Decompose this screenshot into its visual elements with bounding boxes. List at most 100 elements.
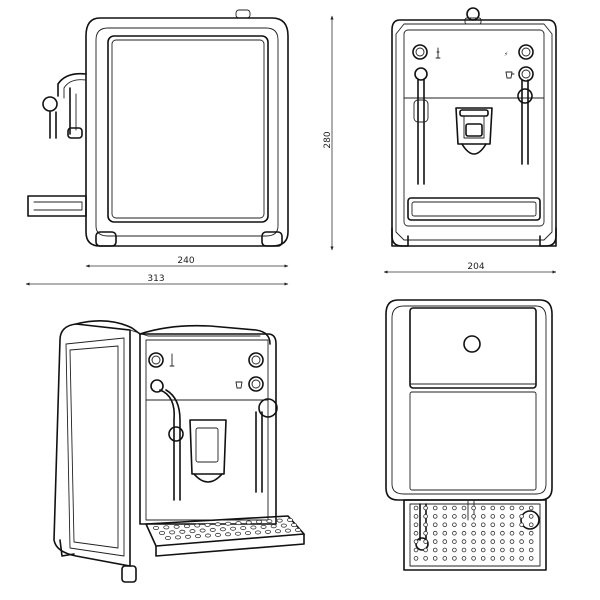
tray-hole: [432, 539, 438, 544]
tray-hole: [442, 522, 448, 528]
tray-hole: [194, 523, 201, 528]
tray-hole: [214, 522, 221, 527]
tray-hole: [274, 529, 281, 534]
tray-hole: [519, 539, 524, 544]
tray-hole: [452, 514, 457, 519]
top-view: [385, 299, 553, 571]
depth-dimensions: 240 313: [25, 256, 289, 286]
tray-hole: [519, 514, 524, 519]
tray-hole: [461, 547, 467, 553]
tray-hole: [528, 522, 534, 528]
tray-hole: [432, 514, 438, 519]
tray-hole: [528, 530, 534, 536]
tray-hole: [461, 530, 467, 536]
tray-hole: [240, 526, 247, 531]
tray-hole: [244, 531, 251, 536]
tray-hole: [189, 529, 196, 534]
tray-hole: [266, 519, 273, 524]
tray-hole: [500, 539, 505, 544]
tray-hole: [480, 505, 486, 511]
tray-hole: [413, 522, 419, 528]
tray-hole: [519, 547, 524, 553]
tray-hole: [509, 505, 515, 511]
tray-hole: [290, 523, 297, 528]
tray-hole: [490, 522, 496, 528]
tray-hole: [500, 522, 505, 528]
tray-hole: [276, 518, 283, 523]
tray-hole: [442, 547, 448, 553]
depth-total-label: 313: [147, 274, 164, 284]
top-tray-holes: [413, 505, 534, 561]
tray-hole: [442, 530, 448, 536]
tray-hole: [423, 539, 428, 544]
tray-hole: [230, 526, 237, 531]
tray-hole: [519, 522, 524, 528]
tray-hole: [442, 505, 448, 511]
tray-hole: [432, 522, 438, 528]
steam-icon: [435, 47, 441, 59]
tray-hole: [490, 530, 496, 536]
tray-hole: [194, 534, 201, 539]
tray-hole: [179, 529, 186, 534]
tray-hole: [164, 536, 171, 541]
tray-hole: [413, 547, 419, 553]
tray-hole: [461, 522, 467, 528]
tray-hole: [204, 533, 211, 538]
tray-hole: [442, 539, 448, 544]
tray-hole: [260, 524, 267, 529]
tray-hole: [432, 556, 438, 561]
tray-hole: [423, 514, 428, 519]
depth-machine-label: 240: [177, 256, 194, 266]
tray-hole: [452, 556, 457, 561]
tray-hole: [528, 556, 534, 561]
tray-hole: [199, 528, 206, 533]
tray-hole: [452, 505, 457, 511]
cup-icon: [505, 71, 515, 79]
perspective-tray-holes: [152, 518, 301, 541]
tray-hole: [163, 525, 170, 530]
tray-hole: [471, 505, 476, 511]
tray-hole: [413, 505, 419, 511]
tray-hole: [413, 530, 419, 536]
tray-hole: [528, 547, 534, 553]
tray-hole: [442, 514, 448, 519]
tray-hole: [480, 530, 486, 536]
tray-hole: [490, 539, 496, 544]
tray-hole: [284, 528, 291, 533]
tray-hole: [509, 514, 515, 519]
tray-hole: [173, 524, 180, 529]
tray-hole: [461, 556, 467, 561]
tray-hole: [480, 539, 486, 544]
tray-hole: [528, 514, 534, 519]
tray-hole: [461, 539, 467, 544]
tray-hole: [452, 522, 457, 528]
tray-hole: [413, 556, 419, 561]
tray-hole: [209, 527, 216, 532]
tray-hole: [471, 539, 476, 544]
tray-hole: [423, 522, 428, 528]
tray-hole: [500, 514, 505, 519]
height-dimension: 280: [323, 15, 334, 251]
tray-hole: [174, 535, 181, 540]
tray-hole: [490, 556, 496, 561]
tray-hole: [509, 530, 515, 536]
tray-hole: [461, 505, 467, 511]
tray-hole: [264, 529, 271, 534]
tray-hole: [286, 518, 293, 523]
tray-hole: [471, 547, 476, 553]
tray-hole: [423, 505, 428, 511]
tray-hole: [225, 521, 232, 526]
tray-hole: [423, 556, 428, 561]
tray-hole: [270, 524, 277, 529]
perspective-view: [53, 320, 305, 583]
tray-hole: [245, 520, 252, 525]
tray-hole: [256, 519, 263, 524]
tray-hole: [490, 505, 496, 511]
tray-hole: [480, 547, 486, 553]
height-label: 280: [323, 131, 333, 148]
tray-hole: [528, 539, 534, 544]
width-dimension: 204: [383, 262, 557, 274]
tray-hole: [480, 522, 486, 528]
tray-hole: [280, 523, 287, 528]
